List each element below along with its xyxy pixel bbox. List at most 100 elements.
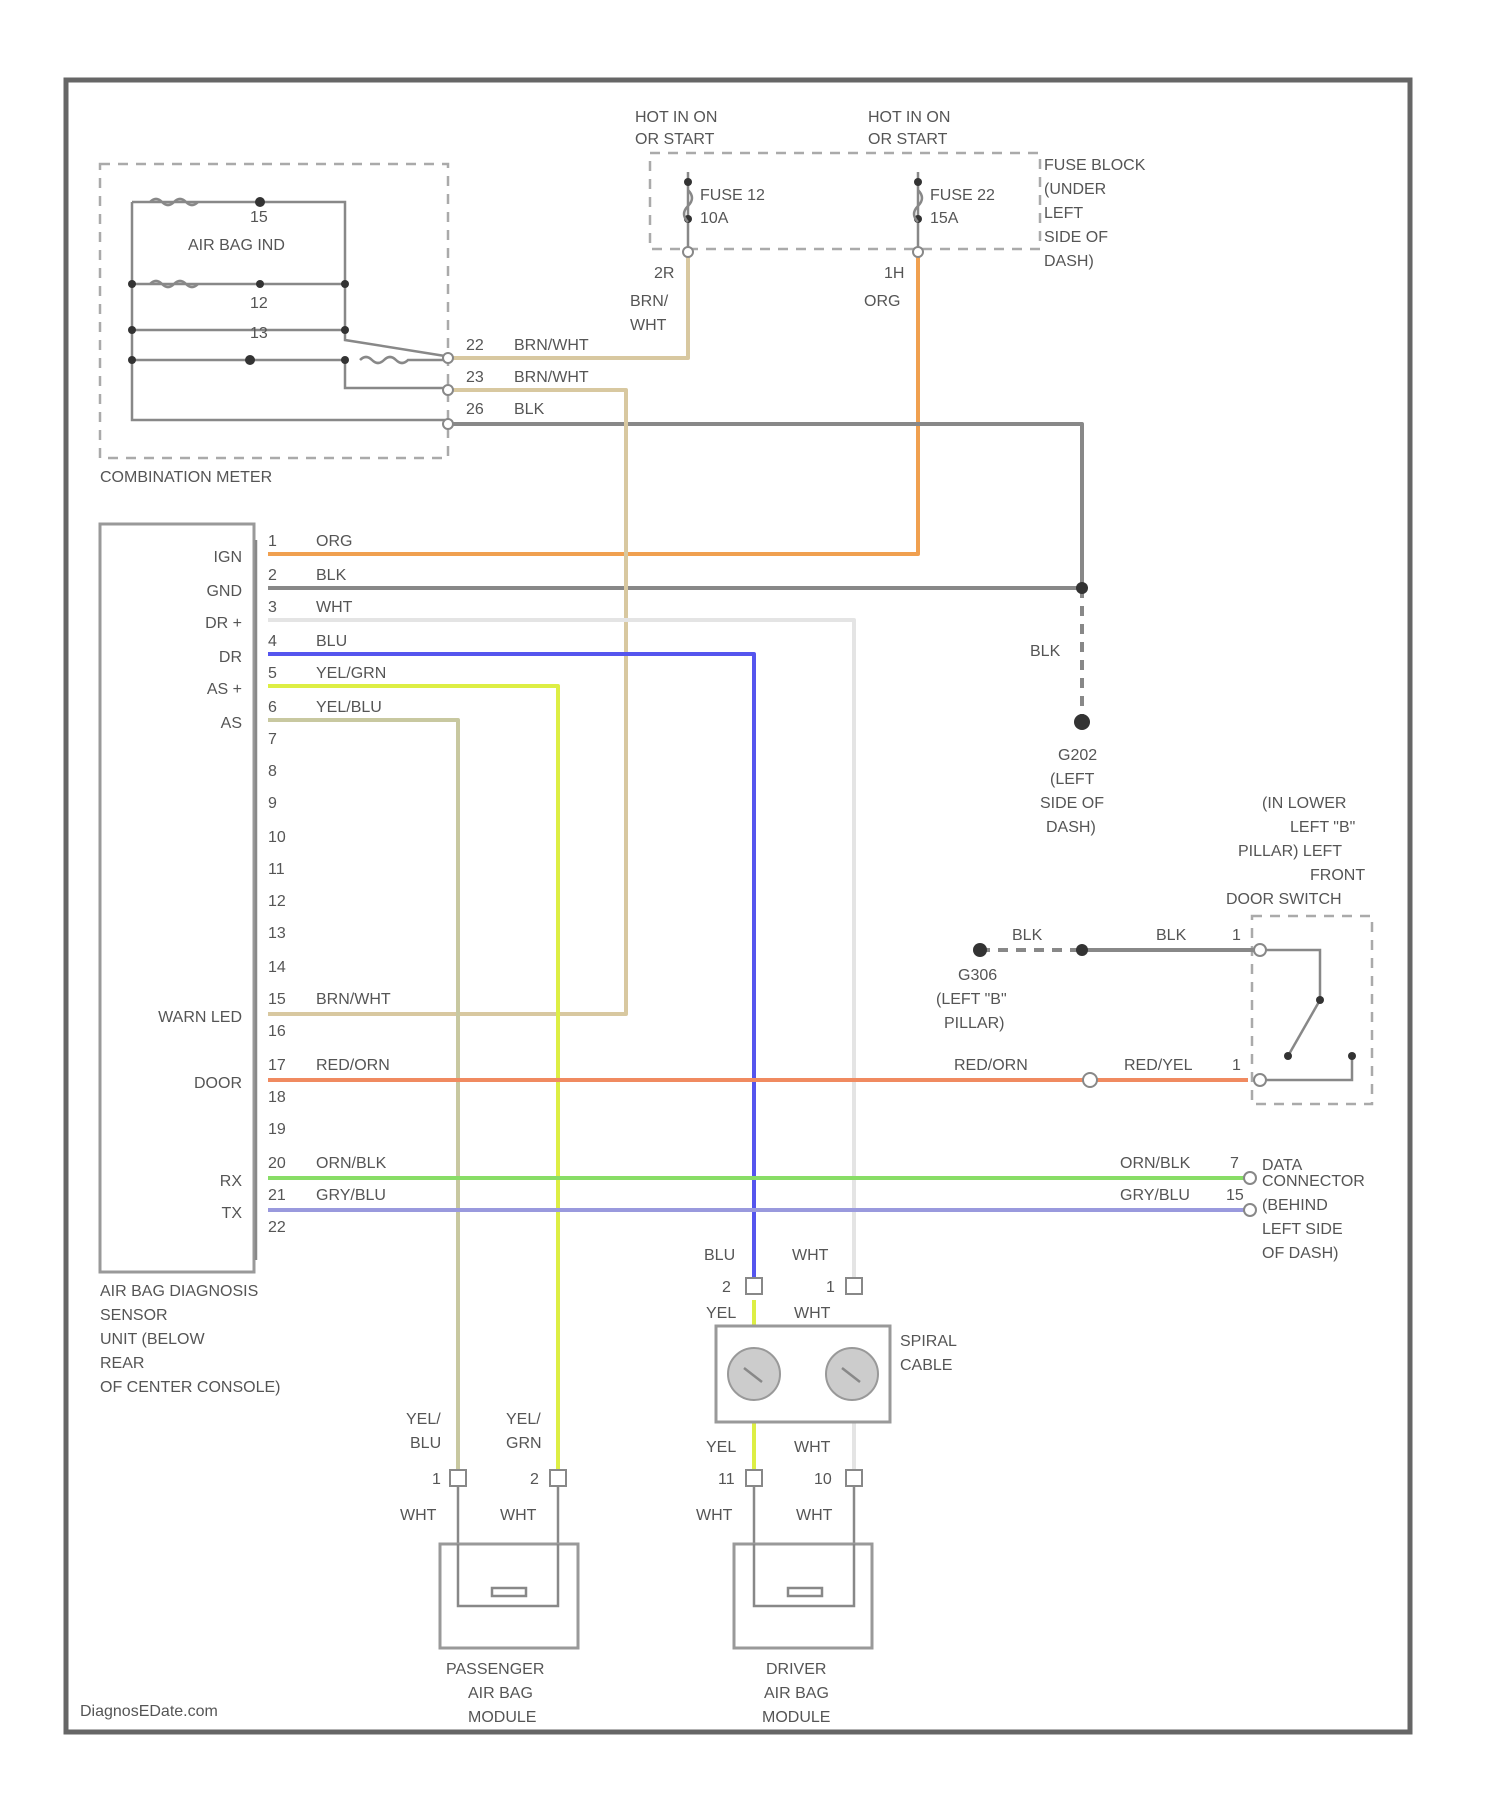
spiral-in-left: YEL [706,1305,736,1322]
fuse22-amp: 15A [930,210,959,227]
spiral-label-1: SPIRAL [900,1333,957,1350]
ecu-pin-20: 20 [268,1155,286,1172]
g202-label-1: G202 [1058,747,1097,764]
fuse22-name: FUSE 22 [930,187,995,204]
fuse12-amp: 10A [700,210,729,227]
g202-label-2: (LEFT [1050,771,1095,788]
spiral-coil-left [728,1348,780,1400]
air-bag-indicator-label: AIR BAG IND [188,237,285,254]
ecu-pin-2: 2 [268,567,277,584]
spiral-cable: BLU WHT 2 1 YEL WHT SPIRAL CABLE YEL WHT… [704,1247,957,1488]
ecu-pin-17: 17 [268,1057,286,1074]
meter-pin-22: 22 [466,337,484,354]
passenger-pin-left-box [450,1470,466,1486]
spiral-out-left: YEL [706,1439,736,1456]
driver-module-label-2: AIR BAG [764,1685,829,1702]
door-switch-outline [1252,916,1372,1104]
g306-label-1: G306 [958,967,997,984]
driver-pin-left [746,1470,762,1486]
passenger-module-label-1: PASSENGER [446,1661,544,1678]
driver-air-bag-module: WHT WHT DRIVER AIR BAG MODULE [696,1486,872,1726]
spiral-in-right: WHT [794,1305,831,1322]
ecu-label-as: AS [221,715,242,732]
ecu-pin-3: 3 [268,599,277,616]
spiral-top-left-pin: 2 [722,1279,731,1296]
fuse-block-label-1: FUSE BLOCK [1044,157,1146,174]
driver-module-label-3: MODULE [762,1709,830,1726]
meter-wire-26: BLK [514,401,545,418]
meter-pin-23: 23 [466,369,484,386]
door-switch-title-3: PILLAR) LEFT [1238,843,1342,860]
passenger-wire-right-1: YEL/ [506,1411,541,1428]
ground-g202: BLK G202 (LEFT SIDE OF DASH) [1030,643,1104,836]
spiral-top-left-wire: BLU [704,1247,735,1264]
passenger-module-label-2: AIR BAG [468,1685,533,1702]
ecu-label-dr-plus: DR + [205,615,242,632]
passenger-wire-left-1: YEL/ [406,1411,441,1428]
fuse2-hot-line2: OR START [868,131,948,148]
fuse-block-label-5: DASH) [1044,253,1094,270]
data-connector-label-4: LEFT SIDE [1262,1221,1343,1238]
spiral-pin-left [746,1278,762,1294]
data-connector-wire-tx: GRY/BLU [1120,1187,1190,1204]
spiral-out-right: WHT [794,1439,831,1456]
combination-meter-outline [100,164,448,458]
meter-inner-pin-13: 13 [250,325,268,342]
door-wire-left-label: RED/ORN [954,1057,1028,1074]
ecu-pin-15: 15 [268,991,286,1008]
meter-wire-22: BRN/WHT [514,337,589,354]
door-switch-title-2: LEFT "B" [1290,819,1355,836]
ecu-title-1: AIR BAG DIAGNOSIS [100,1283,258,1300]
meter-wire-23: BRN/WHT [514,369,589,386]
combination-meter-title: COMBINATION METER [100,469,272,486]
ecu-pin-7: 7 [268,731,277,748]
ecu-wire-17: RED/ORN [316,1057,390,1074]
door-switch-wire-a: BLK [1012,927,1043,944]
ecu-outline [100,524,254,1272]
watermark: DiagnosEDate.com [80,1703,218,1720]
ecu-pin-21: 21 [268,1187,286,1204]
ecu-pin-10: 10 [268,829,286,846]
wire-yel-blu-as [268,720,458,1478]
g202-label-3: SIDE OF [1040,795,1104,812]
data-connector-label-1: DATA [1262,1157,1303,1174]
ecu-wire-2: BLK [316,567,347,584]
passenger-lead-right: WHT [500,1507,537,1524]
ecu-pin-11: 11 [268,861,285,878]
ecu-label-ign: IGN [214,549,242,566]
ecu-wire-20: ORN/BLK [316,1155,387,1172]
spiral-top-right-pin: 1 [826,1279,835,1296]
ecu-pin-1: 1 [268,533,277,550]
spiral-bottom-right-pin: 10 [814,1471,832,1488]
fuse2-hot-line1: HOT IN ON [868,109,950,126]
ecu-pin-19: 19 [268,1121,286,1138]
ecu-wire-1: ORG [316,533,352,550]
ecu-wire-3: WHT [316,599,353,616]
fuse-block-label-2: (UNDER [1044,181,1106,198]
ecu-pin-13: 13 [268,925,286,942]
data-connector-label-2: CONNECTOR [1262,1173,1365,1190]
ecu-wire-6: YEL/BLU [316,699,382,716]
meter-inner-pin-15: 15 [250,209,268,226]
passenger-pin-right: 2 [530,1471,539,1488]
meter-inner-pin-12: 12 [250,295,268,312]
ecu-wire-5: YEL/GRN [316,665,386,682]
passenger-pin-right-box [550,1470,566,1486]
fuse-block-label-4: SIDE OF [1044,229,1108,246]
driver-lead-left: WHT [696,1507,733,1524]
ecu-pin-22: 22 [268,1219,286,1236]
data-connector-pin-rx: 7 [1230,1155,1239,1172]
data-connector-wire-rx: ORN/BLK [1120,1155,1191,1172]
driver-module-label-1: DRIVER [766,1661,826,1678]
wire-blk-meter-ground [445,424,1082,588]
ecu-pin-5: 5 [268,665,277,682]
g306-label-3: PILLAR) [944,1015,1004,1032]
ecu-title-4: REAR [100,1355,144,1372]
ecu-pin-16: 16 [268,1023,286,1040]
ecu-pin-9: 9 [268,795,277,812]
ecu-pin-14: 14 [268,959,286,976]
ecu-wire-4: BLU [316,633,347,650]
ecu-wire-15: BRN/WHT [316,991,391,1008]
passenger-wire-left-2: BLU [410,1435,441,1452]
passenger-lead-left: WHT [400,1507,437,1524]
